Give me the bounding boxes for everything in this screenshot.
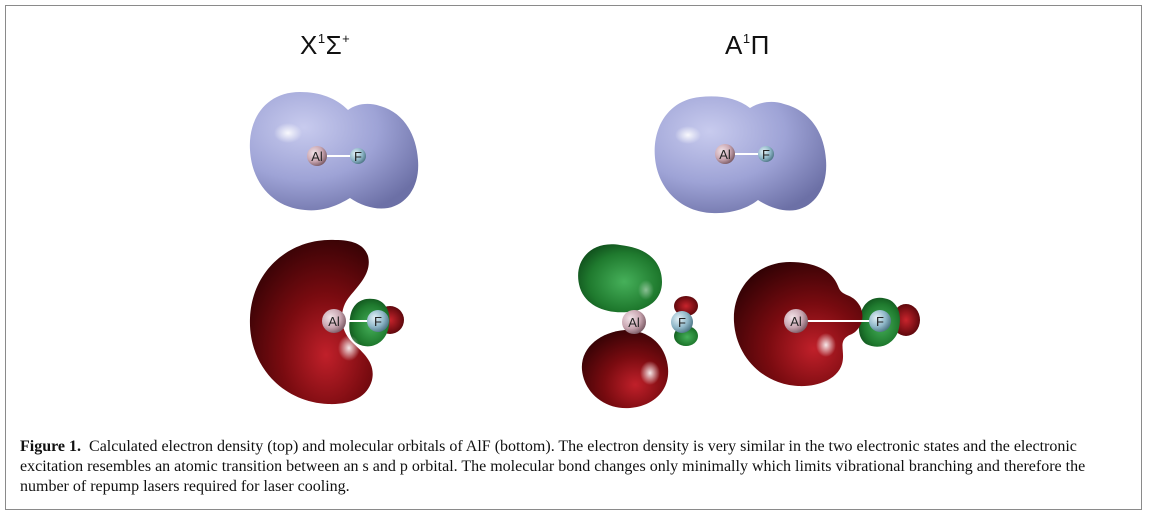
orbital-figure: Al F Al F Al F Al F [249, 92, 920, 409]
figure-frame [5, 5, 1142, 510]
f-atom [758, 146, 774, 162]
orbital-x-sigma: Al F [249, 239, 404, 405]
al-label: Al [790, 314, 802, 329]
caption-text: Calculated electron density (top) and mo… [20, 438, 1086, 495]
f-label: F [876, 314, 884, 329]
state-label-x: X1Σ+ [300, 30, 351, 60]
state-label-a: A1Π [725, 30, 770, 60]
molecule-top-x: Al F [307, 146, 366, 166]
al-label: Al [328, 314, 340, 329]
al-atom [715, 144, 735, 164]
f-label: F [374, 314, 382, 329]
al-atom [622, 310, 646, 334]
f-atom [869, 310, 891, 332]
density-x [249, 92, 419, 211]
orbital-a-sigma: Al F [733, 262, 920, 387]
f-label: F [762, 147, 770, 162]
al-atom [784, 309, 808, 333]
al-atom [307, 146, 327, 166]
orbital-a-pi: Al F [578, 244, 698, 409]
f-atom [350, 148, 366, 164]
molecule-top-a: Al F [715, 144, 774, 164]
f-atom [671, 311, 693, 333]
figure-caption: Figure 1. Calculated electron density (t… [20, 437, 1135, 497]
f-atom [367, 310, 389, 332]
al-label: Al [719, 147, 731, 162]
f-label: F [354, 149, 362, 164]
caption-label: Figure 1. [20, 438, 82, 455]
al-atom [322, 309, 346, 333]
f-label: F [678, 315, 686, 330]
al-label: Al [311, 149, 323, 164]
al-label: Al [628, 315, 640, 330]
